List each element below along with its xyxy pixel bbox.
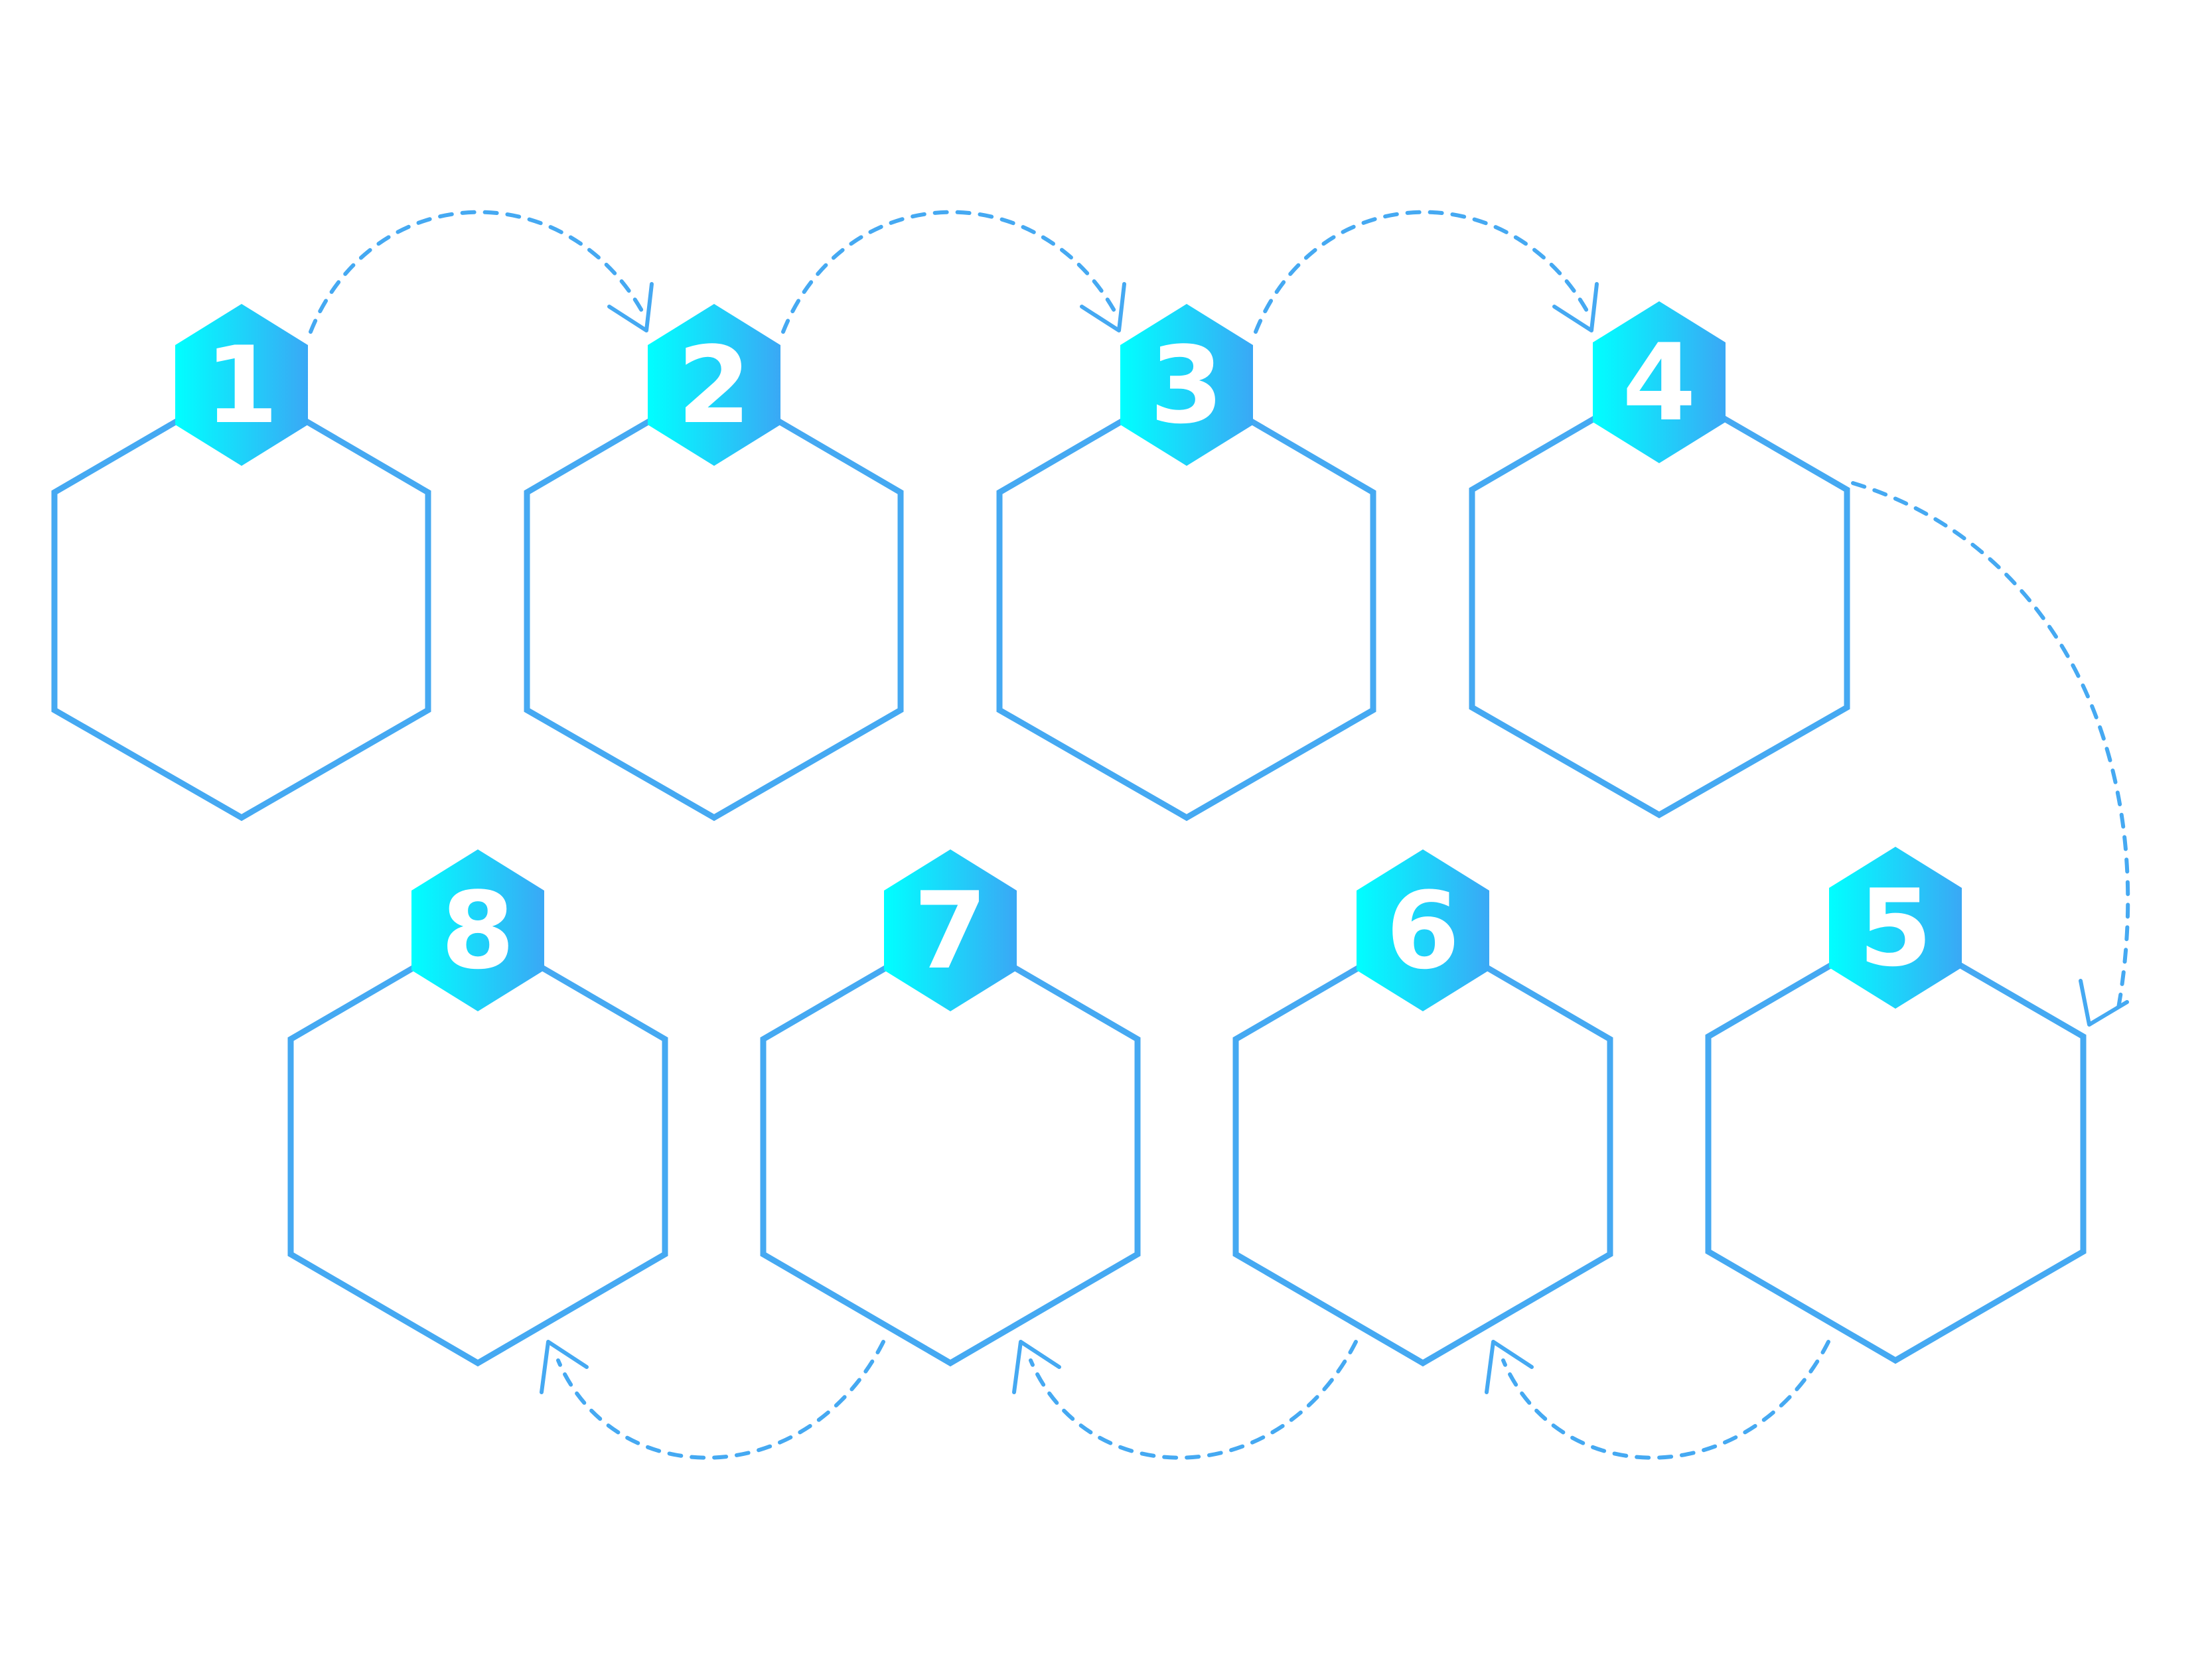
step-5-number: 5 <box>1858 866 1932 990</box>
step-4-badge <box>1593 301 1726 463</box>
step-1-hexagon <box>51 380 431 822</box>
step-5-hexagon <box>1705 924 2087 1364</box>
step-8-hexagon <box>287 926 668 1367</box>
step-6-number: 6 <box>1386 869 1459 993</box>
step-2-number: 2 <box>677 323 751 447</box>
step-7-badge <box>884 849 1017 1011</box>
connector-3-4 <box>1254 210 1599 334</box>
step-7-number: 7 <box>913 869 987 993</box>
connector-layer <box>309 210 2130 1460</box>
step-5-badge <box>1829 847 1962 1009</box>
step-3-number: 3 <box>1149 323 1223 447</box>
step-7-hexagon <box>760 926 1141 1367</box>
connector-4-5 <box>1851 481 2130 1027</box>
connector-5-6 <box>1485 1340 1830 1460</box>
connector-2-3 <box>781 210 1126 334</box>
step-2-hexagon <box>524 380 904 822</box>
connector-6-7 <box>1012 1340 1358 1460</box>
step-4-number: 4 <box>1622 321 1696 445</box>
step-6: 6 <box>1232 849 1613 1367</box>
step-1: 1 <box>51 304 431 822</box>
step-6-hexagon <box>1232 926 1613 1367</box>
step-1-badge <box>175 304 308 466</box>
step-3-hexagon <box>996 380 1376 822</box>
step-8-badge <box>411 849 544 1011</box>
step-6-badge <box>1357 849 1489 1011</box>
step-3: 3 <box>996 304 1376 822</box>
connector-7-8 <box>540 1340 885 1460</box>
step-8-number: 8 <box>441 869 514 993</box>
step-2-badge <box>648 304 780 466</box>
connector-1-2 <box>309 210 654 334</box>
step-3-badge <box>1120 304 1253 466</box>
step-4-hexagon <box>1469 377 1850 819</box>
step-5: 5 <box>1705 847 2087 1364</box>
step-1-number: 1 <box>204 323 278 447</box>
step-7: 7 <box>760 849 1141 1367</box>
step-2: 2 <box>524 304 904 822</box>
step-4: 4 <box>1469 301 1850 819</box>
step-8: 8 <box>287 849 668 1367</box>
